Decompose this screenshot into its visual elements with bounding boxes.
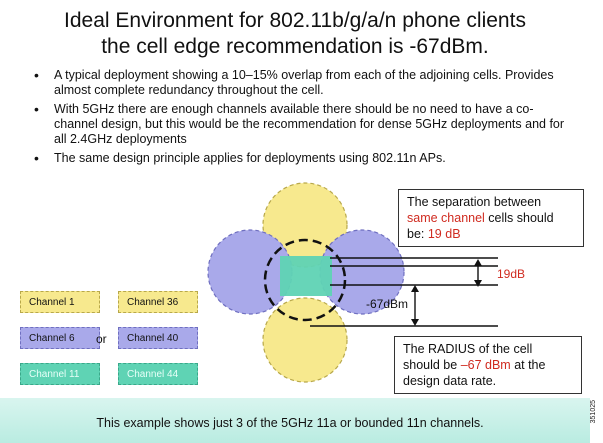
legend-channel-6: Channel 6 <box>20 327 100 349</box>
cell-radius-circle <box>263 238 347 322</box>
bullet-overlap: A typical deployment showing a 10–15% ov… <box>32 68 572 98</box>
title-line-1: Ideal Environment for 802.11b/g/a/n phon… <box>64 9 526 32</box>
cell-center-green <box>280 256 332 296</box>
arrow-67dbm-top-head <box>411 285 419 292</box>
legend-channel-44: Channel 44 <box>118 363 198 385</box>
radius-callout: The RADIUS of the cell should be –67 dBm… <box>394 336 582 394</box>
legend-or: or <box>96 332 107 346</box>
radius-prefix: The RADIUS of the cell <box>403 342 533 356</box>
cell-left-purple <box>207 229 293 315</box>
bullet-co-channel: With 5GHz there are enough channels avai… <box>32 102 572 147</box>
label-19db: 19dB <box>497 267 525 281</box>
arrow-19db-top-head <box>474 259 482 266</box>
arrow-67dbm-bottom-head <box>411 319 419 326</box>
bullet-list: A typical deployment showing a 10–15% ov… <box>32 68 572 170</box>
footer-band <box>0 398 590 443</box>
label-67dbm: -67dBm <box>366 297 408 311</box>
radius-line2-end: at the <box>510 358 546 372</box>
cell-right-purple <box>319 229 405 315</box>
radius-value: –67 dBm <box>460 358 511 372</box>
separation-callout: The separation between same channel cell… <box>398 189 584 247</box>
arrow-19db-bottom-head <box>474 280 482 287</box>
radius-line2-start: should be <box>403 358 461 372</box>
separation-prefix: The separation between <box>407 195 542 209</box>
cell-bottom-yellow <box>262 297 348 383</box>
separation-suffix: be: <box>407 227 428 241</box>
title-line-2: the cell edge recommendation is -67dBm. <box>101 35 489 58</box>
separation-value: 19 dB <box>427 227 461 241</box>
legend-channel-1: Channel 1 <box>20 291 100 313</box>
legend-channel-40: Channel 40 <box>118 327 198 349</box>
legend-channel-36: Channel 36 <box>118 291 198 313</box>
separation-mid: cells should <box>484 211 554 225</box>
footer-text: This example shows just 3 of the 5GHz 11… <box>96 416 484 430</box>
legend-channel-11: Channel 11 <box>20 363 100 385</box>
figure-id: 351025 <box>590 400 597 424</box>
radius-line3: design data rate. <box>403 374 497 388</box>
separation-highlight: same channel <box>407 211 485 225</box>
bullet-80211n: The same design principle applies for de… <box>32 151 572 166</box>
